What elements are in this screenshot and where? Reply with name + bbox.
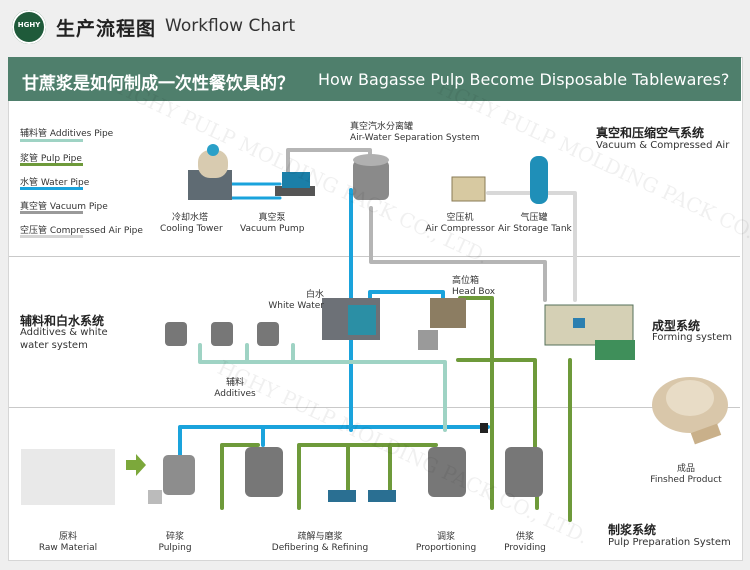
raw-material-image bbox=[21, 449, 115, 505]
water-pipe bbox=[226, 182, 282, 200]
refiners bbox=[328, 490, 396, 502]
process-tanks bbox=[245, 447, 543, 497]
system-sub-vacuum: Vacuum & Compressed Air bbox=[596, 140, 730, 151]
water-pipe bbox=[178, 425, 490, 457]
page-title-cn: 生产流程图 bbox=[56, 18, 157, 40]
system-sub-forming: Forming system bbox=[652, 332, 732, 343]
vacuum-pump bbox=[275, 172, 315, 196]
additives-pipe bbox=[198, 343, 447, 432]
pulp-pipe bbox=[458, 296, 494, 422]
legend-additives-pipe: 辅料管 Additives Pipe bbox=[20, 129, 114, 139]
air-water-separator bbox=[353, 154, 389, 200]
system-title-vacuum: 真空和压缩空气系统 bbox=[596, 126, 705, 140]
cooling-tower bbox=[188, 144, 232, 200]
banner-question-cn: 甘蔗浆是如何制成一次性餐饮具的？ bbox=[22, 74, 294, 94]
system-title-forming: 成型系统 bbox=[652, 319, 701, 333]
pulping-tank bbox=[148, 455, 195, 504]
legend-pulp-pipe: 浆管 Pulp Pipe bbox=[20, 154, 82, 164]
system-sub-pulp: Pulp Preparation System bbox=[608, 537, 731, 548]
banner-question-en: How Bagasse Pulp Become Disposable Table… bbox=[318, 70, 730, 89]
additives-pipe bbox=[245, 343, 295, 364]
legend-water-pipe: 水管 Water Pipe bbox=[20, 178, 90, 188]
forming-machine bbox=[544, 304, 635, 360]
system-sub-additives-2: water system bbox=[20, 340, 88, 351]
legend-swatch bbox=[20, 235, 83, 238]
pulp-pipe bbox=[456, 358, 537, 452]
additive-tanks bbox=[165, 322, 279, 346]
legend-swatch bbox=[20, 211, 83, 214]
legend-swatch bbox=[20, 187, 83, 190]
section-divider bbox=[9, 256, 740, 257]
legend-swatch bbox=[20, 163, 83, 166]
flow-meter bbox=[480, 423, 488, 433]
vacuum-pipe bbox=[369, 206, 547, 302]
legend-swatch bbox=[20, 139, 83, 142]
compressed-air-pipe bbox=[486, 191, 577, 302]
page-header bbox=[0, 0, 750, 55]
hghy-logo: HGHY bbox=[12, 10, 46, 44]
banner bbox=[8, 57, 741, 101]
legend-vacuum-pipe: 真空管 Vacuum Pipe bbox=[20, 202, 108, 212]
system-title-additives: 辅料和白水系统 bbox=[20, 314, 105, 328]
air-compressor bbox=[451, 176, 486, 202]
air-storage-tank bbox=[530, 156, 548, 204]
arrow-right-icon bbox=[126, 454, 146, 476]
pulp-pipe bbox=[220, 443, 260, 510]
page-title-en: Workflow Chart bbox=[165, 16, 296, 36]
section-divider bbox=[9, 407, 740, 408]
head-box bbox=[418, 298, 466, 350]
white-water-tank bbox=[322, 298, 380, 340]
legend-compressed-air-pipe: 空压管 Compressed Air Pipe bbox=[20, 226, 143, 236]
logo-text: HGHY bbox=[17, 21, 41, 29]
pulp-pipe bbox=[297, 443, 438, 510]
system-title-pulp: 制浆系统 bbox=[608, 523, 657, 537]
system-sub-additives-1: Additives & white bbox=[20, 327, 108, 338]
finished-product-image bbox=[652, 377, 728, 445]
